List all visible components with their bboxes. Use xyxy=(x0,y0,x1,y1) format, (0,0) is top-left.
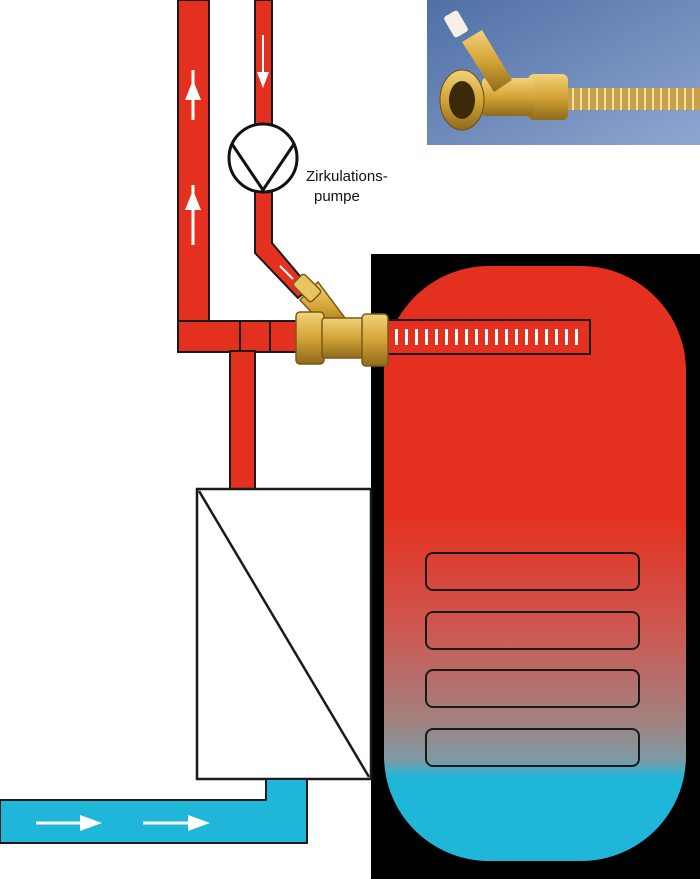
flow-arrow-icon xyxy=(185,190,201,210)
coil-loop xyxy=(425,552,640,591)
hot-riser-pipe xyxy=(177,0,210,353)
coil-loop xyxy=(425,611,640,650)
pump-triangle xyxy=(230,143,296,193)
tank-vessel xyxy=(384,266,686,861)
y-valve-fitting xyxy=(292,273,389,367)
circulation-pump: Zirkulations- pumpe xyxy=(227,122,388,205)
hot-header-pipe xyxy=(177,320,307,353)
flow-arrow-icon xyxy=(279,265,294,280)
flow-arrow-icon xyxy=(257,72,269,88)
exchanger-hot-pipe xyxy=(229,350,256,492)
valve-cap xyxy=(292,273,322,303)
photo-nut-right xyxy=(528,74,568,120)
circulation-lance xyxy=(381,319,591,355)
pump-icon xyxy=(227,122,299,194)
coil-loop xyxy=(425,669,640,708)
pump-label-line1: Zirkulations- xyxy=(306,168,388,185)
flow-arrow-icon xyxy=(185,80,201,100)
storage-tank xyxy=(371,254,700,879)
pump-label-line2: pumpe xyxy=(314,188,360,205)
heating-coil xyxy=(425,552,640,767)
photo-hose xyxy=(560,88,700,110)
photo-branch xyxy=(462,30,512,92)
photo-cap xyxy=(444,10,468,38)
coil-loop xyxy=(425,728,640,767)
valve-hex-right xyxy=(361,313,389,367)
valve-hex-left xyxy=(295,311,325,365)
cold-supply-pipe xyxy=(0,778,308,844)
fitting-photo-inset xyxy=(427,0,700,145)
heat-exchanger xyxy=(195,487,373,781)
flow-arrow-icon xyxy=(80,815,102,831)
flow-arrow-icon xyxy=(188,815,210,831)
valve-body xyxy=(321,317,367,359)
